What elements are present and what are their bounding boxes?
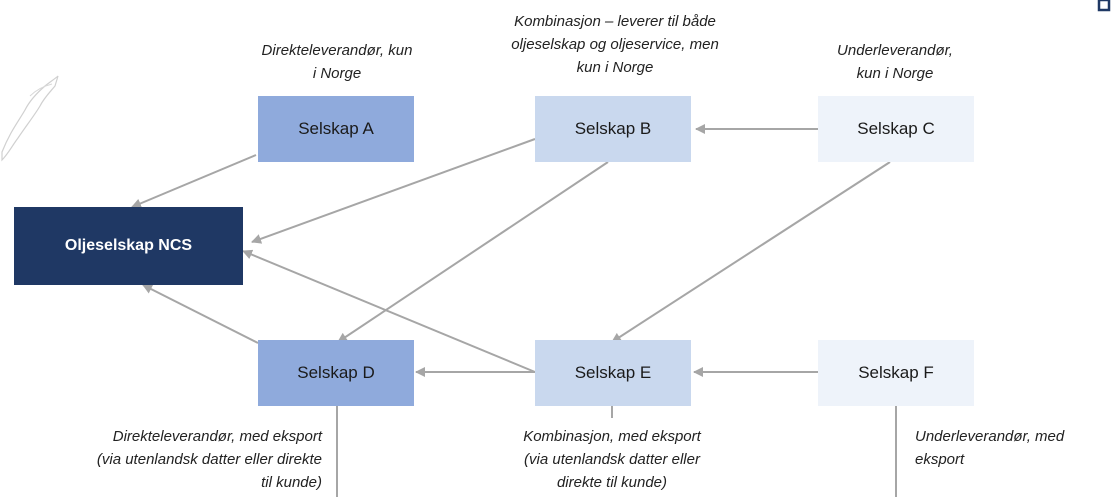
arrow-d-to-ncs <box>142 284 259 344</box>
caption-d-line-2: (via utenlandsk datter eller direkte <box>96 451 322 468</box>
arrow-b-to-d <box>337 161 609 343</box>
node-selskap-a: Selskap A <box>258 96 414 162</box>
node-oljeselskap-ncs: Oljeselskap NCS <box>14 207 243 285</box>
caption-a-line-2: i Norge <box>312 65 362 82</box>
corner-logo-icon <box>1097 0 1111 12</box>
arrow-e-to-ncs <box>242 249 536 373</box>
caption-a-line-1: Direkteleverandør, kun <box>261 42 413 59</box>
caption-f-line-1: Underleverandør, med <box>915 428 1065 445</box>
node-selskap-c: Selskap C <box>818 96 974 162</box>
caption-c-line-2: kun i Norge <box>856 65 934 82</box>
caption-selskap-d: Direkteleverandør, med eksport (via uten… <box>20 425 322 494</box>
node-selskap-e: Selskap E <box>535 340 691 406</box>
arrow-c-to-e <box>611 161 891 343</box>
caption-selskap-f: Underleverandør, med eksport <box>915 425 1109 471</box>
node-selskap-f: Selskap F <box>818 340 974 406</box>
caption-b-line-2: oljeselskap og oljeservice, men <box>511 36 719 53</box>
caption-e-line-1: Kombinasjon, med eksport <box>523 428 701 445</box>
caption-selskap-c: Underleverandør, kun i Norge <box>790 39 1000 85</box>
caption-f-line-2: eksport <box>915 451 965 468</box>
caption-b-line-3: kun i Norge <box>576 59 654 76</box>
arrow-b-to-ncs <box>251 138 536 244</box>
node-selskap-b: Selskap B <box>535 96 691 162</box>
norway-map-icon <box>1 75 59 162</box>
node-selskap-d: Selskap D <box>258 340 414 406</box>
caption-selskap-a: Direkteleverandør, kun i Norge <box>227 39 447 85</box>
caption-b-line-1: Kombinasjon – leverer til både <box>514 13 716 30</box>
caption-d-line-1: Direkteleverandør, med eksport <box>112 428 322 445</box>
caption-d-line-3: til kunde) <box>261 474 322 491</box>
caption-c-line-1: Underleverandør, <box>837 42 953 59</box>
caption-e-line-2: (via utenlandsk datter eller <box>524 451 700 468</box>
caption-e-line-3: direkte til kunde) <box>556 474 668 491</box>
caption-selskap-b: Kombinasjon – leverer til både oljeselsk… <box>470 10 760 79</box>
caption-selskap-e: Kombinasjon, med eksport (via utenlandsk… <box>480 425 744 494</box>
arrow-a-to-ncs <box>131 154 257 209</box>
